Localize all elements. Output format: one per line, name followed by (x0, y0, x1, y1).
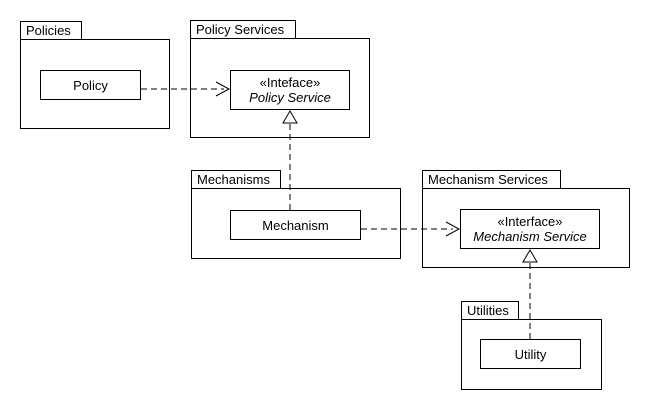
interface-policy-service: «Inteface» Policy Service (230, 70, 350, 110)
package-policy-services-tab: Policy Services (190, 20, 296, 39)
package-policy-services-label: Policy Services (196, 22, 285, 37)
class-utility: Utility (480, 339, 581, 369)
interface-policy-service-name: Policy Service (249, 90, 331, 105)
class-utility-label: Utility (514, 346, 547, 362)
interface-mechanism-service-stereotype: «Interface» (497, 214, 563, 229)
package-policies-tab: Policies (20, 21, 82, 40)
class-mechanism: Mechanism (230, 210, 361, 240)
package-mechanisms-label: Mechanisms (197, 172, 270, 187)
package-mechanism-services-label: Mechanism Services (428, 172, 548, 187)
package-utilities-label: Utilities (467, 303, 509, 318)
interface-mechanism-service-name: Mechanism Service (473, 229, 587, 244)
class-mechanism-label: Mechanism (262, 217, 329, 233)
class-policy: Policy (40, 70, 141, 100)
package-mechanisms-tab: Mechanisms (191, 170, 281, 189)
package-policies-label: Policies (26, 23, 71, 38)
class-policy-label: Policy (73, 77, 108, 93)
package-mechanism-services-tab: Mechanism Services (422, 170, 561, 189)
interface-mechanism-service: «Interface» Mechanism Service (460, 209, 600, 249)
interface-policy-service-stereotype: «Inteface» (259, 75, 321, 90)
package-utilities-tab: Utilities (461, 301, 519, 320)
